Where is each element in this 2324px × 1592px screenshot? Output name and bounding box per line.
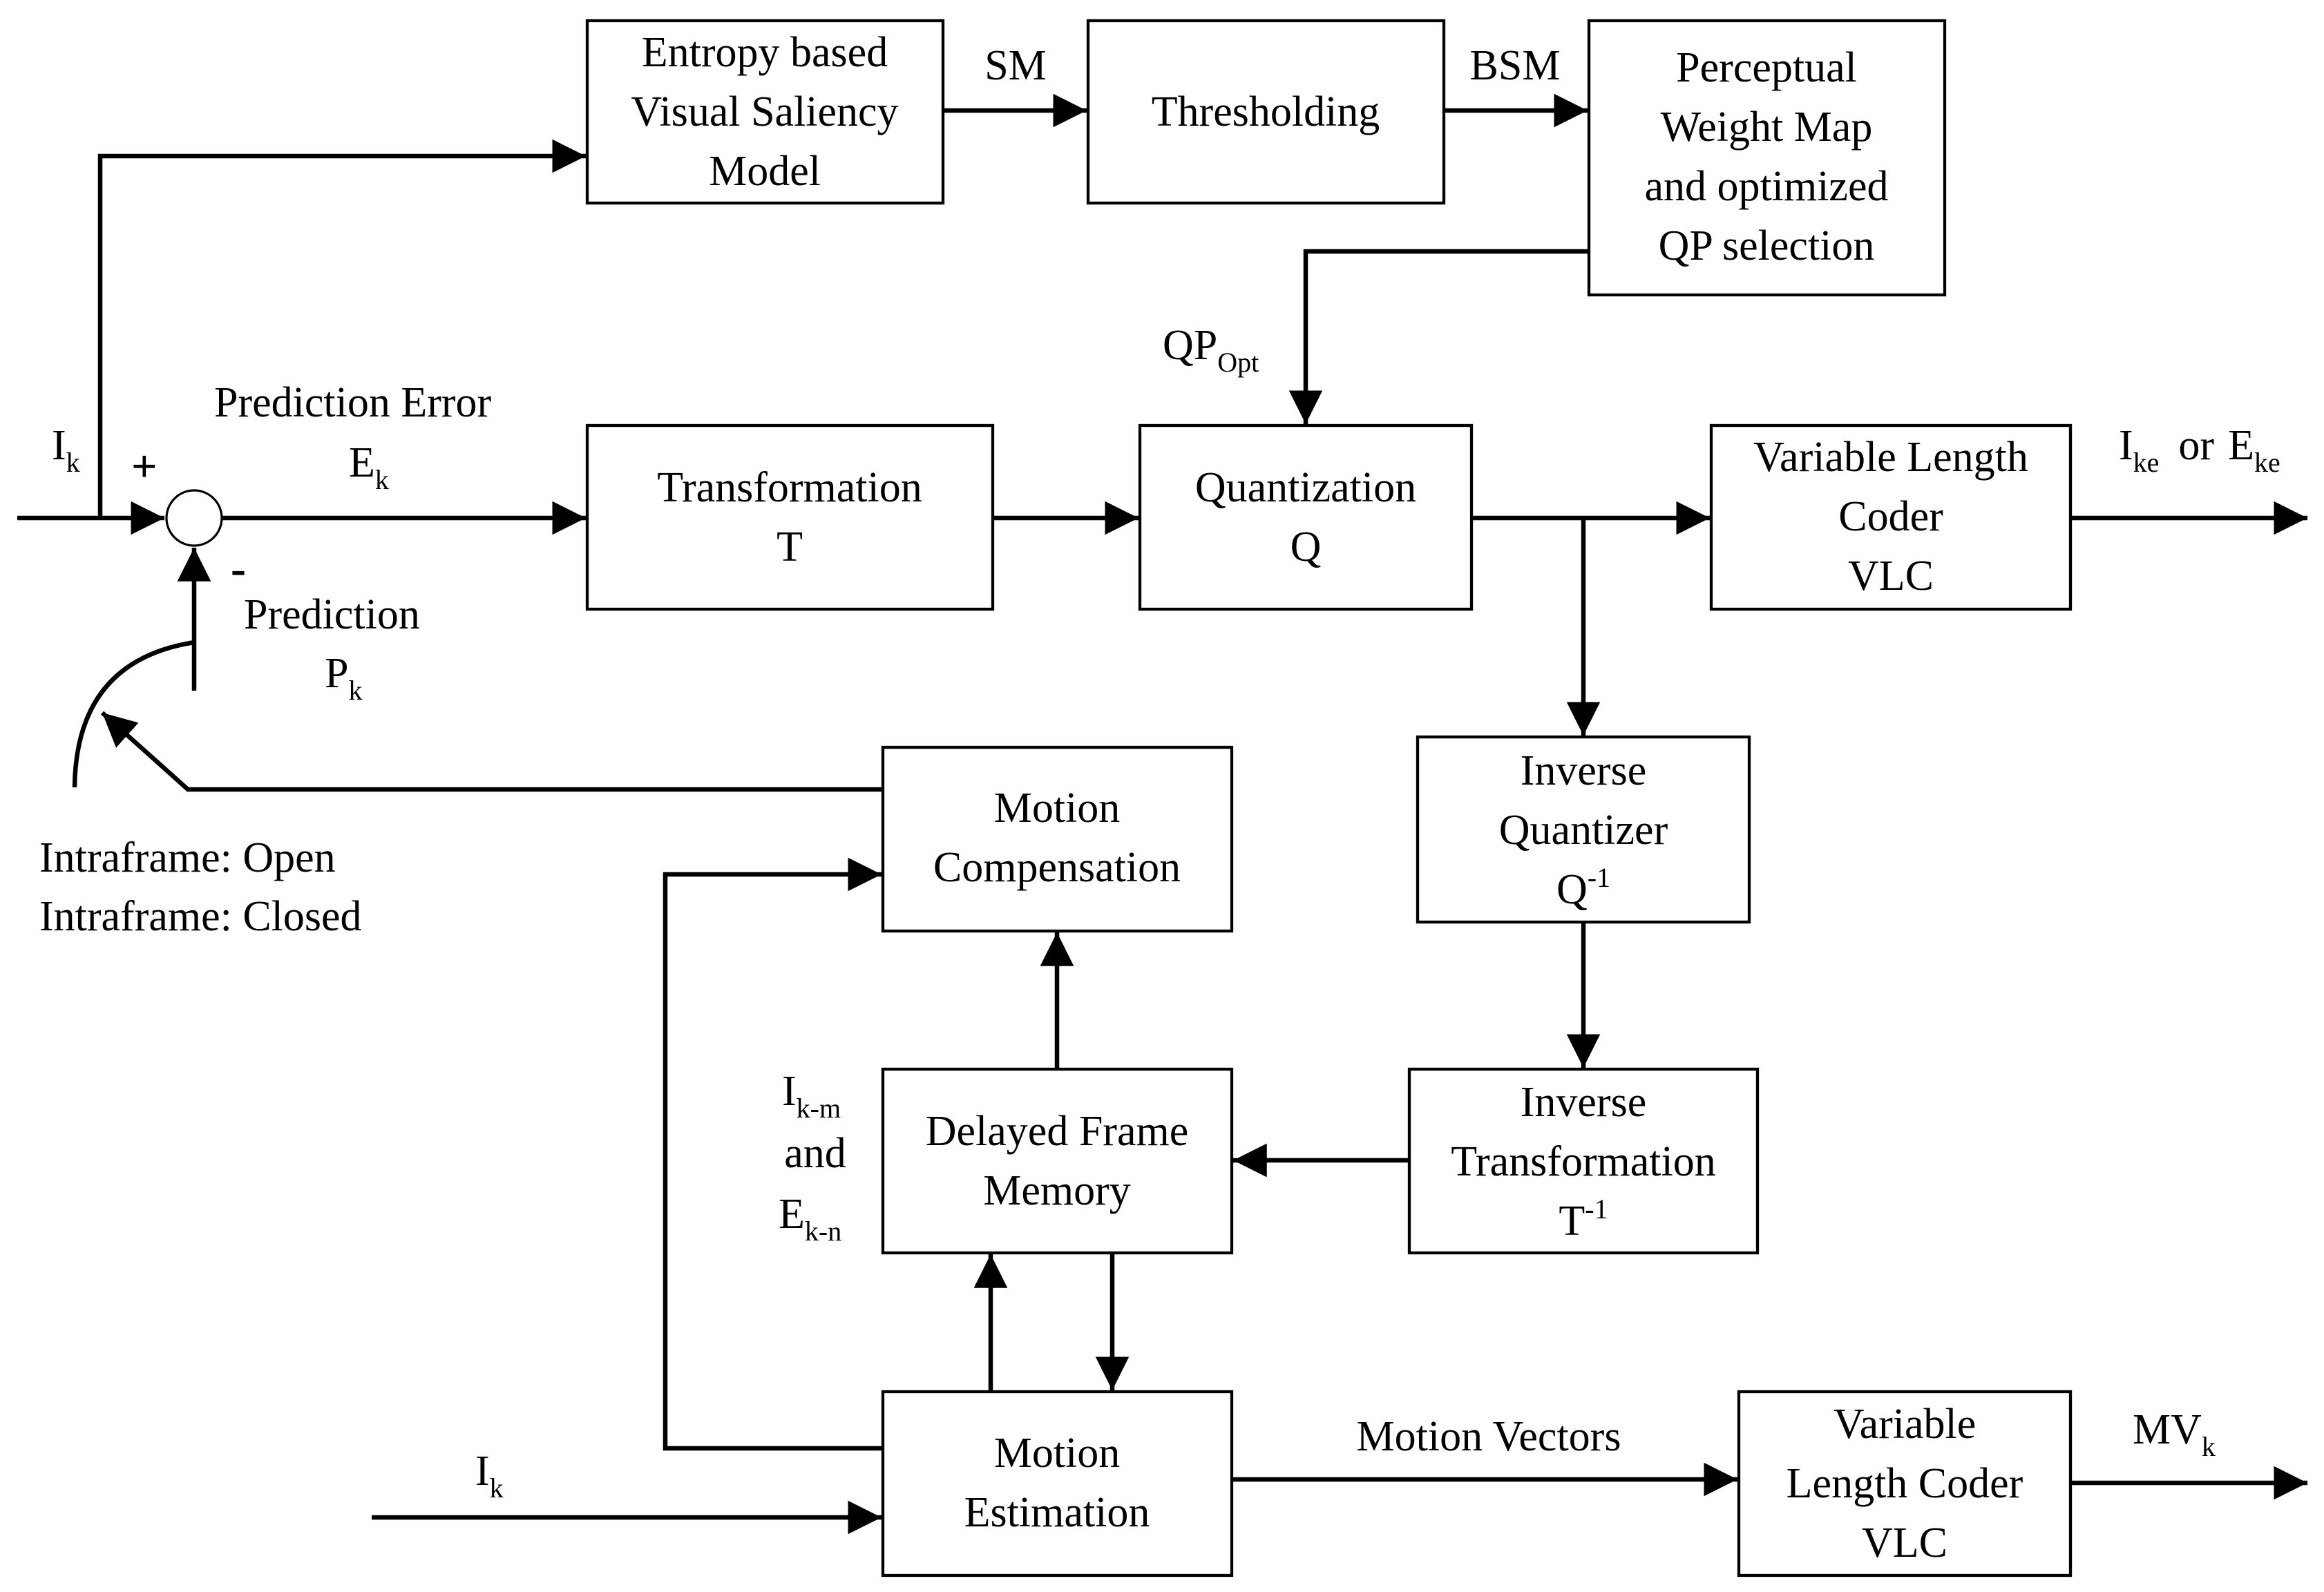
vlc-bottom-line-1: Variable: [1834, 1401, 1977, 1448]
thresholding-block: Thresholding: [1086, 19, 1446, 205]
saliency-line-2: Visual Saliency: [631, 88, 898, 135]
motion-estimation-line-2: Estimation: [964, 1489, 1150, 1536]
thresholding-label: Thresholding: [1152, 88, 1380, 135]
vlc-block-bottom: Variable Length Coder VLC: [1737, 1390, 2073, 1577]
qp-opt-arrow: [1288, 249, 1589, 424]
perceptual-weight-block: Perceptual Weight Map and optimized QP s…: [1587, 19, 1947, 297]
vlc-top-line-3: VLC: [1848, 553, 1934, 600]
and-label: and: [784, 1130, 846, 1177]
motion-estimation-line-1: Motion: [994, 1430, 1121, 1477]
intraframe-closed-label: Intraframe: Closed: [39, 893, 362, 940]
saliency-line-1: Entropy based: [642, 29, 888, 76]
saliency-model-block: Entropy based Visual Saliency Model: [585, 19, 945, 205]
delayed-frame-memory-block: Delayed Frame Memory: [881, 1067, 1234, 1255]
delayed-frame-line-2: Memory: [983, 1167, 1131, 1214]
vlc-top-line-2: Coder: [1838, 493, 1943, 540]
vlc-top-line-1: Variable Length: [1753, 434, 2028, 481]
motion-compensation-line-1: Motion: [994, 785, 1121, 832]
saliency-line-3: Model: [709, 148, 821, 195]
qp-opt-label: QPOpt: [1163, 322, 1259, 378]
perceptual-line-1: Perceptual: [1676, 44, 1857, 91]
intraframe-switch: [72, 640, 195, 788]
motion-compensation-line-2: Compensation: [933, 844, 1181, 891]
plus-sign: +: [131, 441, 158, 492]
quantization-block: Quantization Q: [1138, 423, 1474, 611]
motion-vectors-label: Motion Vectors: [1357, 1413, 1621, 1460]
perceptual-line-4: QP selection: [1659, 222, 1875, 269]
prediction-error-label: Prediction Error: [214, 379, 492, 426]
perceptual-line-3: and optimized: [1645, 163, 1889, 210]
summing-junction: [165, 489, 223, 547]
transformation-line-2: T: [777, 524, 803, 570]
compensation-to-switch-arrow: [100, 711, 883, 792]
quantization-line-1: Quantization: [1195, 464, 1416, 511]
bsm-label: BSM: [1470, 42, 1561, 89]
motion-estimation-block: Motion Estimation: [881, 1390, 1234, 1577]
prediction-label: Prediction: [244, 591, 420, 638]
delayed-frame-line-1: Delayed Frame: [926, 1108, 1188, 1155]
inverse-transformation-line-1: Inverse: [1521, 1079, 1646, 1126]
inverse-transformation-symbol: T-1: [1559, 1193, 1608, 1245]
inverse-quantizer-symbol: Q-1: [1556, 862, 1610, 913]
sm-label: SM: [984, 42, 1047, 89]
ik-bottom-label: Ik: [475, 1448, 504, 1504]
inverse-quantizer-line-1: Inverse: [1521, 747, 1646, 794]
pk-label: Pk: [325, 650, 362, 706]
inverse-transformation-block: Inverse Transformation T-1: [1407, 1067, 1760, 1255]
minus-sign: -: [231, 544, 246, 594]
input-ik-label: Ik: [52, 422, 80, 478]
inverse-transformation-line-2: Transformation: [1451, 1138, 1715, 1185]
ikm-label: Ik-m: [782, 1068, 841, 1124]
mv-output-label: MVk: [2133, 1406, 2216, 1462]
input-to-saliency-arrow: [97, 139, 586, 518]
ek-label: Ek: [349, 439, 389, 495]
vlc-bottom-line-2: Length Coder: [1787, 1460, 2023, 1507]
inverse-quantizer-block: Inverse Quantizer Q-1: [1416, 735, 1751, 924]
estimation-to-compensation-arrow: [663, 857, 883, 1451]
transformation-block: Transformation T: [585, 423, 995, 611]
motion-compensation-block: Motion Compensation: [881, 745, 1234, 933]
perceptual-line-2: Weight Map: [1661, 104, 1873, 151]
quantization-line-2: Q: [1290, 524, 1322, 570]
ekn-label: Ek-n: [779, 1191, 841, 1247]
inverse-quantizer-line-2: Quantizer: [1499, 807, 1668, 854]
signal-wires: [17, 93, 2307, 1535]
vlc-block-top: Variable Length Coder VLC: [1709, 423, 2073, 611]
signal-labels: SM BSM QPOpt Ik + - Prediction Error Ek …: [39, 42, 2280, 1504]
intraframe-open-label: Intraframe: Open: [39, 834, 336, 881]
vlc-bottom-line-3: VLC: [1862, 1519, 1947, 1566]
transformation-line-1: Transformation: [657, 464, 922, 511]
